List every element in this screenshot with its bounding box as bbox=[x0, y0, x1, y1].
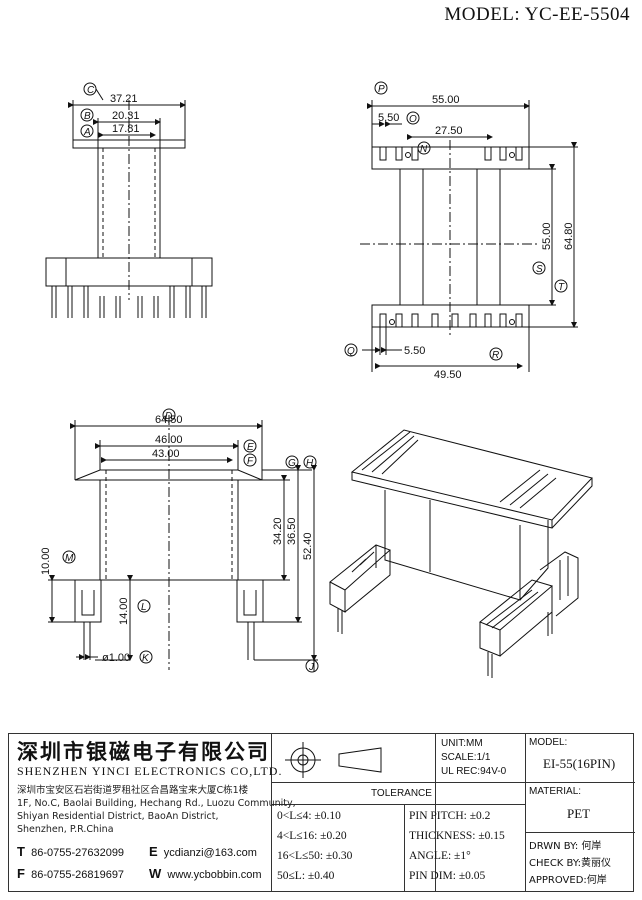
approved-by: APPROVED:何岸 bbox=[529, 875, 607, 886]
dim-n-value: 27.50 bbox=[435, 125, 463, 137]
title-block: 深圳市银磁电子有限公司 SHENZHEN YINCI ELECTRONICS C… bbox=[8, 733, 635, 892]
drawn-by: DRWN BY: 何岸 bbox=[529, 841, 602, 852]
tolerance-right-3: ANGLE: ±1° bbox=[409, 850, 471, 862]
top-view-right bbox=[344, 81, 578, 372]
address-en-line2: Shiyan Residential District, BaoAn Distr… bbox=[17, 811, 219, 822]
ref-letter-t: T bbox=[558, 282, 565, 293]
dim-a-value: 17.81 bbox=[112, 123, 140, 135]
dim-b-value: 20.31 bbox=[112, 110, 140, 122]
dim-m-value: 10.00 bbox=[40, 547, 52, 575]
tolerance-left-3: 16<L≤50: ±0.30 bbox=[277, 850, 353, 862]
dim-d-value: 64.50 bbox=[155, 414, 183, 426]
ref-letter-m: M bbox=[65, 553, 74, 564]
tolerance-right-2: THICKNESS: ±0.15 bbox=[409, 830, 505, 842]
projection-symbol bbox=[285, 742, 382, 778]
address-en-line1: 1F, No.C, Baolai Building, Hechang Rd., … bbox=[17, 798, 296, 809]
ref-letter-q: Q bbox=[347, 346, 355, 357]
technical-drawing: 37.21 20.31 17.81 55.00 5.50 27.50 55.00… bbox=[40, 81, 593, 678]
dim-f-value: 43.00 bbox=[152, 448, 180, 460]
ref-letter-b: B bbox=[84, 111, 91, 122]
web-row: W www.ycbobbin.com bbox=[149, 866, 262, 881]
tolerance-left-2: 4<L≤16: ±0.20 bbox=[277, 830, 347, 842]
model-label: MODEL: YC-EE-5504 bbox=[444, 4, 630, 25]
ref-letter-p: P bbox=[378, 84, 385, 95]
company-name-cn: 深圳市银磁电子有限公司 bbox=[17, 739, 270, 764]
ref-letter-h: H bbox=[306, 458, 314, 469]
company-name-en: SHENZHEN YINCI ELECTRONICS CO,LTD. bbox=[17, 764, 283, 778]
front-view bbox=[48, 408, 319, 673]
tolerance-left-1: 0<L≤4: ±0.10 bbox=[277, 810, 341, 822]
ref-letter-j: J bbox=[308, 662, 315, 673]
phone-row: T 86-0755-27632099 bbox=[17, 844, 125, 859]
tolerance-title: TOLERANCE bbox=[371, 788, 432, 799]
isometric-view bbox=[329, 429, 593, 678]
ul-spec: UL REC:94V-0 bbox=[441, 766, 507, 777]
checked-by: CHECK BY:黄丽仪 bbox=[529, 858, 612, 869]
dim-k-value: ø1.00 bbox=[102, 652, 130, 664]
ref-letter-d: D bbox=[165, 411, 172, 422]
dim-p-value: 55.00 bbox=[432, 94, 460, 106]
dim-l-value: 14.00 bbox=[118, 597, 130, 625]
ref-letter-k: K bbox=[142, 653, 150, 664]
model-field-value: EI-55(16PIN) bbox=[543, 756, 616, 771]
dim-t-value: 64.80 bbox=[563, 222, 575, 250]
ref-letter-g: G bbox=[288, 458, 296, 469]
unit-spec: UNIT:MM bbox=[441, 738, 483, 749]
tolerance-right-4: PIN DIM: ±0.05 bbox=[409, 870, 486, 882]
ref-letter-n: N bbox=[420, 144, 428, 155]
ref-letter-r: R bbox=[492, 350, 499, 361]
address-en-line3: Shenzhen, P.R.China bbox=[17, 824, 114, 835]
ref-letter-s: S bbox=[536, 264, 543, 275]
fax-row: F 86-0755-26819697 bbox=[17, 866, 125, 881]
dim-g-value: 36.50 bbox=[286, 517, 298, 545]
dim-c-value: 37.21 bbox=[110, 93, 138, 105]
ref-letter-o: O bbox=[409, 114, 417, 125]
ref-letter-e: E bbox=[247, 442, 254, 453]
material-field-label: MATERIAL: bbox=[529, 786, 582, 797]
ref-letter-a: A bbox=[83, 127, 91, 138]
dim-r-value: 49.50 bbox=[434, 369, 462, 381]
dim-h-value: 52.40 bbox=[302, 532, 314, 560]
email-row: E ycdianzi@163.com bbox=[149, 844, 257, 859]
model-field-label: MODEL: bbox=[529, 737, 568, 748]
material-field-value: PET bbox=[567, 806, 591, 821]
dim-i-value: 34.20 bbox=[272, 517, 284, 545]
ref-letter-f: F bbox=[247, 456, 254, 467]
side-view-top-left bbox=[45, 82, 213, 318]
dim-e-value: 46.00 bbox=[155, 434, 183, 446]
dim-s-value: 55.00 bbox=[541, 222, 553, 250]
address-cn: 深圳市宝安区石岩街道罗租社区合昌路宝来大厦C栋1楼 bbox=[17, 785, 249, 796]
dim-o-value: 5.50 bbox=[378, 112, 399, 124]
tolerance-left-4: 50≤L: ±0.40 bbox=[277, 870, 335, 882]
tolerance-right-1: PIN PITCH: ±0.2 bbox=[409, 810, 491, 822]
ref-letter-c: C bbox=[87, 85, 95, 96]
scale-spec: SCALE:1/1 bbox=[441, 752, 491, 763]
dim-q-value: 5.50 bbox=[404, 345, 425, 357]
ref-letter-l: L bbox=[141, 602, 147, 613]
